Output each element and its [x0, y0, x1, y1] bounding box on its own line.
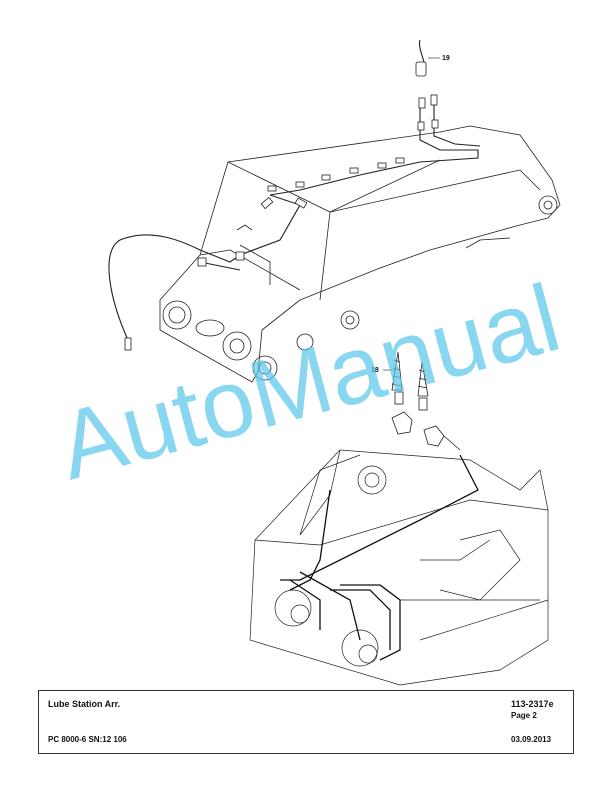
document-number: 113-2317e	[511, 699, 554, 709]
lube-line-upper	[269, 100, 479, 196]
drawing-title: Lube Station Arr.	[48, 699, 121, 709]
hose-left	[108, 234, 201, 341]
callout-18: 18	[371, 367, 379, 374]
document-date: 03.09.2013	[511, 735, 552, 744]
callout-19: 19	[442, 55, 450, 62]
lube-line-lower	[280, 454, 479, 581]
title-block: Lube Station Arr. 113-2317e Page 2 PC 80…	[38, 690, 574, 754]
boom-outline	[159, 125, 561, 383]
machine-serial: PC 8000-6 SN:12 106	[48, 735, 127, 744]
page-number: Page 2	[511, 711, 537, 720]
technical-drawing	[108, 39, 561, 686]
